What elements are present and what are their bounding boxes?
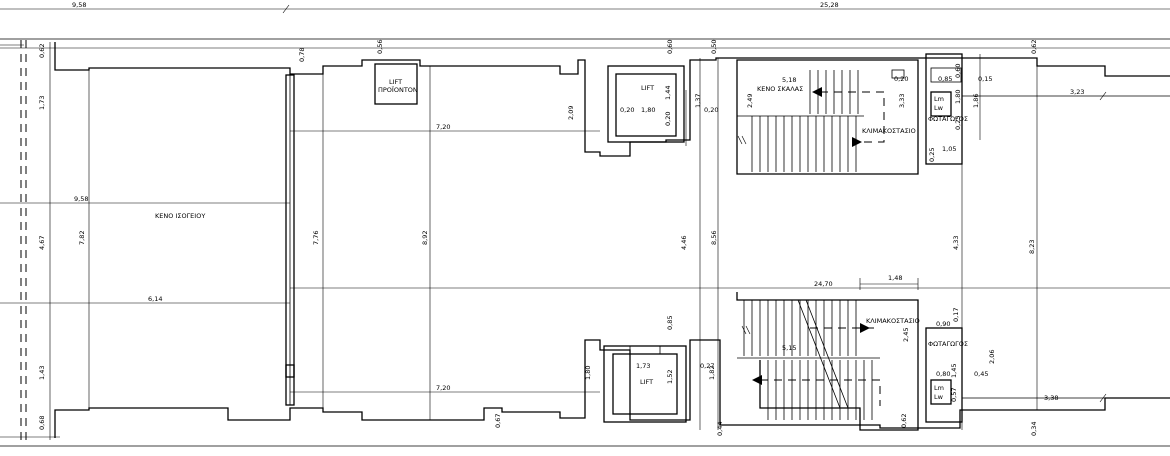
dim-056: 0,56 [376, 40, 384, 54]
dim-892: 8,92 [421, 231, 429, 245]
label-keno-skalas: ΚΕΝΟ ΣΚΑΛΑΣ [757, 85, 803, 93]
label-lm-bottom-1: Lm [934, 384, 944, 392]
right-side-lines [685, 54, 1170, 430]
dim-034: 0,34 [1030, 422, 1038, 436]
label-fotagogos-bottom: ΦΩΤΑΓΩΓΟΣ [928, 340, 968, 348]
dim-152: 1,52 [666, 370, 674, 384]
dim-044: 0,44 [716, 422, 724, 436]
dim-173b: 1,73 [636, 362, 650, 370]
dim-080: 0,80 [936, 370, 950, 378]
dim-2470: 24,70 [814, 280, 833, 288]
dim-776: 7,76 [312, 231, 320, 245]
dim-323: 3,23 [1070, 88, 1084, 96]
left-edge-lines [0, 40, 27, 446]
main-room-dimensions [49, 42, 431, 440]
label-lift-proionton-1: LIFT [389, 78, 402, 86]
dim-105: 1,05 [942, 145, 956, 153]
dim-025b: 0,25 [928, 148, 936, 162]
top-dimension-line: 9,58 25,28 [0, 1, 1170, 14]
light-well-top: Lm Lw ΦΩΤΑΓΩΓΟΣ [925, 53, 968, 165]
label-lm-top-1: Lm [934, 95, 944, 103]
dim-top-total: 25,28 [820, 1, 839, 9]
dim-148: 1,48 [888, 274, 902, 282]
label-lift-top: LIFT [641, 84, 654, 92]
dim-057: 0,57 [950, 388, 958, 402]
building-outline-bottom [54, 339, 1170, 438]
dim-518: 5,18 [782, 76, 796, 84]
dim-068: 0,68 [38, 416, 46, 430]
dim-186: 1,86 [972, 94, 980, 108]
dim-060a: 0,60 [666, 40, 674, 54]
dim-515: 5,15 [782, 344, 796, 352]
dim-020b: 0,20 [664, 112, 672, 126]
label-lm-bottom-2: Lw [934, 393, 944, 401]
label-lift-bottom: LIFT [640, 378, 653, 386]
dim-433: 4,33 [952, 236, 960, 250]
lift-shaft-bottom: LIFT [603, 345, 687, 423]
dim-143: 1,43 [38, 366, 46, 380]
dim-209: 2,09 [567, 106, 575, 120]
dimension-labels: 0,62 1,73 4,67 1,43 0,68 7,82 9,58 6,14 … [38, 40, 1084, 436]
label-keno-isogeiou: ΚΕΝΟ ΙΣΟΓΕΙΟΥ [155, 212, 205, 220]
dim-333: 3,33 [898, 94, 906, 108]
label-fotagogos-top: ΦΩΤΑΓΩΓΟΣ [928, 115, 968, 123]
lift-shaft-top: LIFT [607, 65, 685, 143]
dim-062-bot: 0,62 [900, 414, 908, 428]
dim-137: 1,37 [694, 94, 702, 108]
dim-062-left: 0,62 [38, 44, 46, 58]
dim-015: 0,15 [978, 75, 992, 83]
dim-045: 0,45 [974, 370, 988, 378]
label-klimakostasio-bottom: ΚΛΙΜΑΚΟΣΤΑΣΙΟ [866, 317, 920, 325]
building-outline-top [54, 42, 1170, 157]
dim-085: 0,85 [938, 75, 952, 83]
dim-180-r: 1,80 [954, 90, 962, 104]
dim-180-top: 1,80 [641, 106, 655, 114]
dim-025: 0,25 [954, 116, 962, 130]
dim-180-b: 1,80 [584, 366, 592, 380]
dim-027: 0,27 [700, 362, 714, 370]
dim-090: 0,90 [936, 320, 950, 328]
dim-top-left: 9,58 [72, 1, 86, 9]
dim-067: 0,67 [494, 414, 502, 428]
dimension-ticks [737, 91, 1107, 403]
dim-467: 4,67 [38, 236, 46, 250]
facade-glazing [285, 74, 295, 406]
dim-060b: 0,60 [954, 64, 962, 78]
dim-249: 2,49 [746, 94, 754, 108]
dim-958-mid: 9,58 [74, 195, 88, 203]
label-lift-proionton-2: ΠΡΟΪΟΝΤΟΝ [378, 85, 418, 94]
dim-078: 0,78 [298, 48, 306, 62]
label-klimakostasio-top: ΚΛΙΜΑΚΟΣΤΑΣΙΟ [862, 127, 916, 135]
staircase-top: ΚΕΝΟ ΣΚΑΛΑΣ ΚΛΙΜΑΚΟΣΤΑΣΙΟ [736, 59, 919, 175]
dim-446: 4,46 [680, 236, 688, 250]
dim-206: 2,06 [988, 350, 996, 364]
label-lm-top-2: Lw [934, 104, 944, 112]
dim-050: 0,50 [710, 40, 718, 54]
dim-720-bottom: 7,20 [436, 384, 450, 392]
staircase-bottom: ΚΛΙΜΑΚΟΣΤΑΣΙΟ [736, 292, 920, 431]
dim-144: 1,44 [664, 86, 672, 100]
dim-823: 8,23 [1028, 240, 1036, 254]
dim-856: 8,56 [710, 231, 718, 245]
dim-020c: 0,20 [704, 106, 718, 114]
dim-062-right: 0,62 [1030, 40, 1038, 54]
stair-treads-bottom [743, 300, 873, 420]
dim-145: 1,45 [950, 364, 958, 378]
dim-173: 1,73 [38, 96, 46, 110]
dim-020d: 0,20 [894, 75, 908, 83]
dim-085b: 0,85 [666, 316, 674, 330]
dim-245: 2,45 [902, 328, 910, 342]
product-lift: LIFT ΠΡΟΪΟΝΤΟΝ [374, 63, 418, 105]
dim-020a: 0,20 [620, 106, 634, 114]
dim-782: 7,82 [78, 231, 86, 245]
reference-lines [0, 38, 1170, 447]
stair-treads-top [751, 70, 859, 172]
dim-017: 0,17 [952, 308, 960, 322]
dim-614: 6,14 [148, 295, 162, 303]
dim-720-top: 7,20 [436, 123, 450, 131]
dim-182: 1,82 [708, 366, 716, 380]
dim-338: 3,38 [1044, 394, 1058, 402]
